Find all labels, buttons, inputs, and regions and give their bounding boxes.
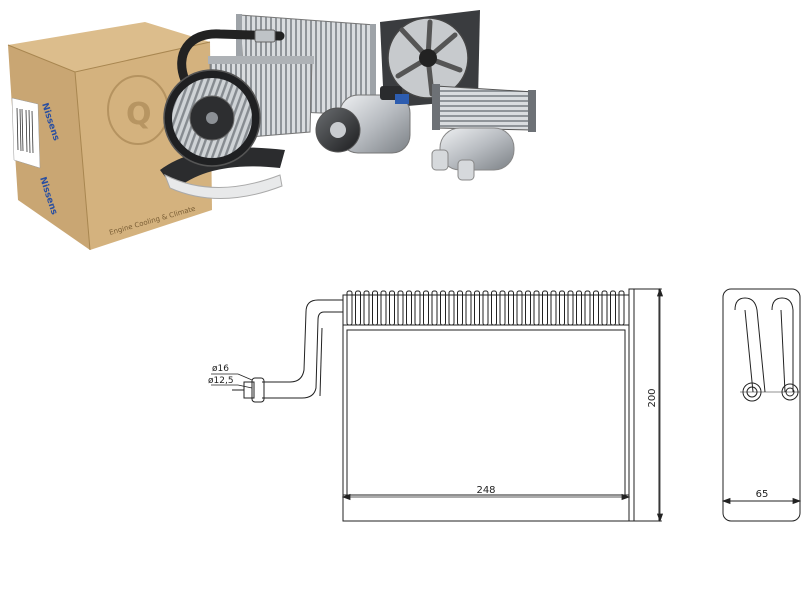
header-fin bbox=[610, 290, 616, 326]
header-fin bbox=[372, 290, 378, 326]
header-fin bbox=[576, 290, 582, 326]
receiver-drier bbox=[431, 127, 515, 181]
header-fin bbox=[431, 290, 438, 326]
pipe-outer-diameter-label: ø16 bbox=[212, 364, 229, 374]
header-fin bbox=[618, 290, 625, 326]
header-fin bbox=[474, 290, 480, 326]
svg-text:Q: Q bbox=[126, 97, 152, 132]
header-fin bbox=[389, 290, 395, 326]
pipe-inner-diameter-label: ø12,5 bbox=[208, 376, 234, 386]
header-fin bbox=[414, 290, 421, 326]
dim-width-label: 248 bbox=[476, 485, 495, 496]
product-photo: Nissens Nissens Q Engine Cooling & Clima… bbox=[7, 10, 536, 251]
header-fin bbox=[397, 290, 404, 326]
header-fin bbox=[406, 290, 412, 326]
header-fin bbox=[482, 290, 489, 326]
dim-height-label: 200 bbox=[647, 388, 658, 407]
header-fin bbox=[542, 290, 548, 326]
header-fin bbox=[533, 290, 540, 326]
header-fin bbox=[355, 290, 361, 326]
header-fin bbox=[550, 290, 557, 326]
core-inner-outline bbox=[346, 329, 626, 496]
header-fin bbox=[346, 290, 353, 326]
ac-pipe bbox=[177, 29, 285, 85]
side-view bbox=[722, 288, 801, 522]
connection-pipes bbox=[232, 299, 343, 403]
evaporator-drawing bbox=[211, 287, 802, 523]
header-fins bbox=[346, 290, 625, 326]
blower-motor bbox=[160, 69, 285, 199]
header-fin bbox=[448, 290, 455, 326]
header-fin bbox=[440, 290, 446, 326]
header-fin bbox=[380, 290, 387, 326]
header-fin bbox=[499, 290, 506, 326]
header-fin bbox=[584, 290, 591, 326]
dim-depth-label: 65 bbox=[756, 489, 769, 500]
header-fin bbox=[457, 290, 463, 326]
header-fin bbox=[516, 290, 523, 326]
header-fin bbox=[508, 290, 514, 326]
cooling-fan bbox=[380, 10, 480, 108]
header-fin bbox=[465, 290, 472, 326]
header-fin bbox=[559, 290, 565, 326]
header-fin bbox=[423, 290, 429, 326]
header-fin bbox=[601, 290, 608, 326]
dimension-lines bbox=[211, 287, 802, 523]
barcode-label bbox=[11, 97, 41, 169]
ac-compressor bbox=[315, 86, 411, 154]
end-tank bbox=[628, 288, 660, 522]
header-fin bbox=[525, 290, 531, 326]
header-fin bbox=[363, 290, 370, 326]
header-fin bbox=[567, 290, 574, 326]
header-fin bbox=[491, 290, 497, 326]
heater-core bbox=[432, 84, 536, 132]
header-fin bbox=[593, 290, 599, 326]
